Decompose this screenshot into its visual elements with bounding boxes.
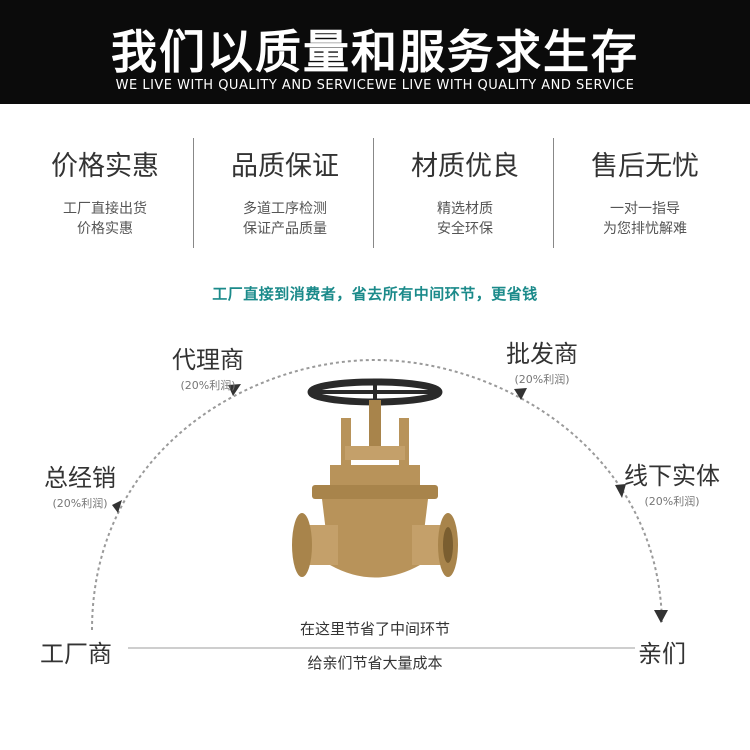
agent-label: 代理商 <box>172 346 244 374</box>
wholesaler-note: (20%利润) <box>514 373 570 386</box>
retail-note: (20%利润) <box>644 495 700 508</box>
feature-material: 材质优良 精选材质 安全环保 <box>375 134 555 239</box>
node-agent: 代理商 (20%利润) <box>158 340 258 393</box>
supply-chain-arc <box>91 358 663 631</box>
divider <box>193 138 194 248</box>
feature-line: 一对一指导 <box>610 201 680 217</box>
feature-line: 为您排忧解难 <box>603 221 687 237</box>
distributor-label: 总经销 <box>44 464 116 492</box>
arrow-icon <box>654 610 668 623</box>
banner-subtitle: WE LIVE WITH QUALITY AND SERVICEWE LIVE … <box>115 78 635 93</box>
node-retail: 线下实体 (20%利润) <box>612 456 732 509</box>
gate-valve-icon <box>292 378 458 578</box>
node-customer: 亲们 <box>622 634 702 669</box>
feature-line: 安全环保 <box>437 221 493 237</box>
feature-line: 多道工序检测 <box>243 201 327 217</box>
feature-title: 售后无忧 <box>591 151 699 182</box>
divider <box>373 138 374 248</box>
feature-quality: 品质保证 多道工序检测 保证产品质量 <box>195 134 375 239</box>
savings-line-2: 给亲们节省大量成本 <box>307 654 443 672</box>
factory-label: 工厂商 <box>40 640 112 668</box>
features-row: 价格实惠 工厂直接出货 价格实惠 品质保证 多道工序检测 保证产品质量 材质优良… <box>15 134 735 254</box>
feature-price: 价格实惠 工厂直接出货 价格实惠 <box>15 134 195 239</box>
divider <box>553 138 554 248</box>
node-wholesaler: 批发商 (20%利润) <box>492 334 592 387</box>
savings-line-1: 在这里节省了中间环节 <box>299 620 450 638</box>
supply-chain-diagram: 代理商 (20%利润) 批发商 (20%利润) 总经销 (20%利润) 线下实体… <box>0 300 750 750</box>
feature-line: 精选材质 <box>437 201 493 217</box>
arrow-icon <box>514 388 527 400</box>
feature-service: 售后无忧 一对一指导 为您排忧解难 <box>555 134 735 239</box>
header-banner: 我们以质量和服务求生存 WE LIVE WITH QUALITY AND SER… <box>0 0 750 104</box>
feature-title: 价格实惠 <box>51 151 159 182</box>
node-factory: 工厂商 <box>26 634 126 669</box>
feature-line: 价格实惠 <box>77 221 133 237</box>
customer-label: 亲们 <box>638 640 686 668</box>
arc-graphic <box>91 358 668 649</box>
arrow-icon <box>615 484 626 498</box>
feature-line: 保证产品质量 <box>243 221 327 237</box>
wholesaler-label: 批发商 <box>506 340 578 368</box>
feature-line: 工厂直接出货 <box>63 201 147 217</box>
arrow-icon <box>112 500 122 513</box>
agent-note: (20%利润) <box>180 379 236 392</box>
banner-title: 我们以质量和服务求生存 <box>111 25 639 79</box>
distributor-note: (20%利润) <box>52 497 108 510</box>
arrow-icon <box>228 384 241 396</box>
retail-label: 线下实体 <box>624 462 720 490</box>
slogan: 工厂直接到消费者，省去所有中间环节，更省钱 <box>212 285 538 303</box>
node-distributor: 总经销 (20%利润) <box>30 458 130 511</box>
feature-title: 材质优良 <box>411 151 519 182</box>
feature-title: 品质保证 <box>231 151 339 182</box>
